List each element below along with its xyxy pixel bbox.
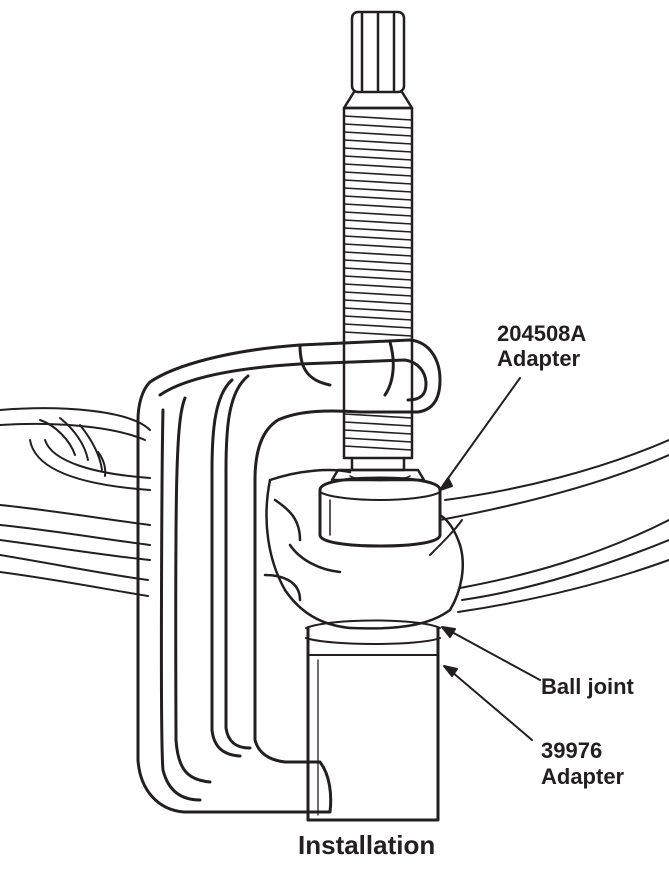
- c-frame: [136, 338, 442, 814]
- adapter-39976-word-label: Adapter: [541, 764, 625, 789]
- adapter-204508a-word-label: Adapter: [497, 346, 581, 371]
- ball-joint-label: Ball joint: [541, 674, 634, 699]
- leader-lines: [439, 377, 541, 741]
- forcing-screw: [330, 10, 426, 482]
- adapter-39976-number-label: 39976: [541, 738, 603, 763]
- lower-adapter: [305, 619, 441, 822]
- adapter-204508a-number-label: 204508A: [497, 321, 587, 346]
- ball-joint-housing: [263, 468, 464, 630]
- control-arm-left: [0, 407, 151, 597]
- figure-caption: Installation: [298, 830, 436, 860]
- upper-adapter: [318, 476, 442, 548]
- control-arm-right: [429, 439, 669, 613]
